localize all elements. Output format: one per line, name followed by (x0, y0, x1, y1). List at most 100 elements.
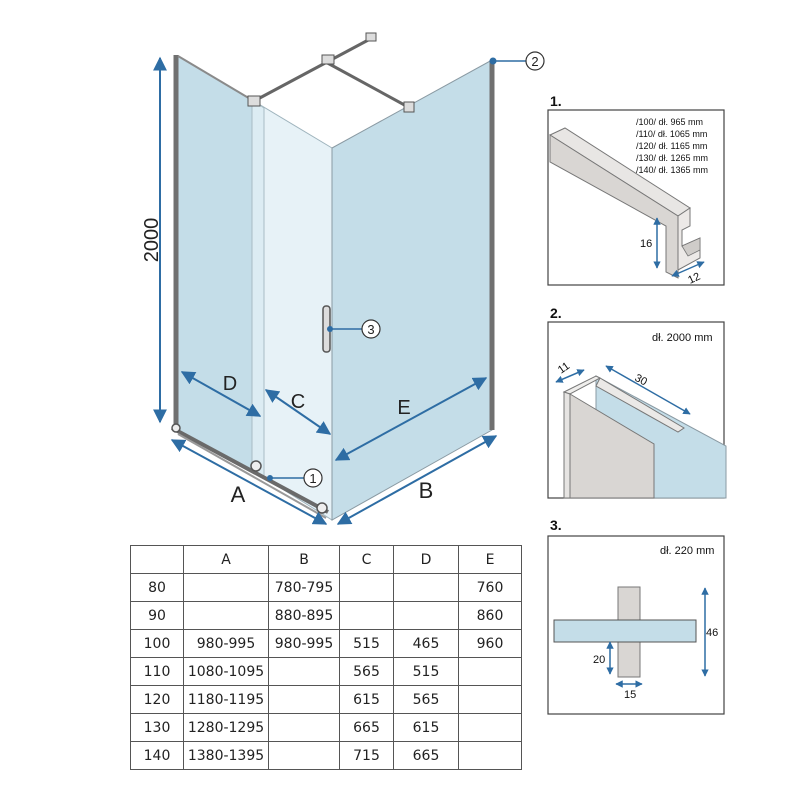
table-row: 130 1280-1295 665 615 (130, 713, 522, 742)
table-cell: 860 (458, 601, 522, 630)
dimension-c-line (264, 389, 332, 435)
table-cell: 1180-1195 (183, 685, 269, 714)
detail-1-length-1: /100/ dł. 965 mm (636, 117, 703, 127)
table-row: 110 1080-1095 565 515 (130, 657, 522, 686)
callout-2-dot (489, 57, 497, 65)
table-cell (458, 657, 522, 686)
table-cell: 515 (393, 657, 459, 686)
table-cell (393, 601, 459, 630)
detail-1-height-label: 16 (640, 238, 652, 250)
fixed-glass-panel (177, 55, 253, 471)
table-cell: 465 (393, 629, 459, 658)
detail-1-length-5: /140/ dł. 1365 mm (636, 165, 708, 175)
table-header-cell: B (268, 545, 340, 574)
table-cell: 715 (339, 741, 394, 770)
table-row: 140 1380-1395 715 665 (130, 741, 522, 770)
detail-1-length-2: /110/ dł. 1065 mm (636, 129, 707, 139)
callout-3-label: 3 (367, 322, 374, 337)
dimension-a-label: A (231, 482, 246, 507)
table-cell (393, 573, 459, 602)
callout-2-circle (525, 51, 545, 71)
callout-1-dot (267, 475, 273, 481)
callout-2-label: 2 (531, 54, 538, 69)
dimension-d-label: D (223, 373, 237, 395)
table-cell: 960 (458, 629, 522, 658)
top-rail (177, 55, 253, 101)
table-cell: 110 (130, 657, 184, 686)
table-cell: 760 (458, 573, 522, 602)
dimension-e-label: E (397, 397, 410, 419)
table-cell: 130 (130, 713, 184, 742)
callout-1-label: 1 (309, 471, 316, 486)
callout-3-circle (361, 319, 381, 339)
table-cell: 665 (339, 713, 394, 742)
table-cell (458, 713, 522, 742)
dimension-table: A B C D E 80 780-795 760 90 880-895 860 … (130, 545, 522, 770)
stabilizer-bar (255, 36, 373, 102)
table-cell: 100 (130, 629, 184, 658)
dimension-d-line (180, 371, 262, 417)
table-cell: 1280-1295 (183, 713, 269, 742)
table-cell (268, 657, 340, 686)
detail-2-dim-b-label: 30 (633, 372, 649, 388)
detail-3-thickness-label: 20 (593, 654, 605, 666)
table-cell: 665 (393, 741, 459, 770)
door-roller-2 (316, 502, 328, 514)
dimension-a-line (170, 439, 328, 525)
table-cell: 565 (393, 685, 459, 714)
table-cell (268, 685, 340, 714)
table-header-cell: A (183, 545, 269, 574)
table-cell (339, 573, 394, 602)
table-row: 100 980-995 980-995 515 465 960 (130, 629, 522, 658)
detail-2-dim-a (555, 369, 585, 383)
table-cell (458, 685, 522, 714)
table-cell: 980-995 (183, 629, 269, 658)
door-roller (250, 460, 262, 472)
rail-end-cap (171, 423, 181, 433)
table-cell (458, 741, 522, 770)
stabilizer-bar-2 (321, 58, 411, 110)
table-cell: 1380-1395 (183, 741, 269, 770)
detail-1-length-3: /120/ dł. 1165 mm (636, 141, 707, 151)
table-header-cell: E (458, 545, 522, 574)
table-cell: 565 (339, 657, 394, 686)
profile-1-drawing (548, 127, 701, 279)
table-cell: 615 (339, 685, 394, 714)
table-cell (339, 601, 394, 630)
detail-1-length-4: /130/ dł. 1265 mm (636, 153, 708, 163)
glass-pane-section (553, 619, 697, 643)
table-cell: 120 (130, 685, 184, 714)
detail-2-number: 2. (550, 305, 562, 321)
dimension-c-label: C (291, 391, 305, 413)
stabilizer-clamp (321, 54, 335, 65)
detail-3-width-label: 15 (624, 689, 636, 701)
detail-1-width-label: 12 (686, 271, 702, 287)
door-edge (251, 99, 265, 477)
table-cell (268, 713, 340, 742)
table-cell: 780-795 (268, 573, 340, 602)
table-header-row: A B C D E (130, 545, 522, 574)
table-cell: 90 (130, 601, 184, 630)
table-cell (183, 573, 269, 602)
detail-3-number: 3. (550, 517, 562, 533)
table-cell: 515 (339, 629, 394, 658)
table-cell: 140 (130, 741, 184, 770)
detail-1-width-dim (671, 261, 705, 277)
table-row: 90 880-895 860 (130, 601, 522, 630)
dimension-e-line (334, 377, 488, 461)
stabilizer-clamp-4 (403, 101, 415, 113)
table-row: 120 1180-1195 615 565 (130, 685, 522, 714)
table-cell: 615 (393, 713, 459, 742)
stabilizer-clamp-2 (365, 32, 377, 42)
table-cell: 1080-1095 (183, 657, 269, 686)
callout-3-dot (327, 326, 333, 332)
table-cell: 80 (130, 573, 184, 602)
detail-2-dim-a-label: 11 (556, 360, 572, 376)
height-label: 2000 (141, 218, 163, 263)
table-cell (268, 741, 340, 770)
table-header-cell (130, 545, 184, 574)
dimension-b-label: B (419, 478, 434, 503)
detail-2-dim-b (605, 365, 691, 415)
table-cell (183, 601, 269, 630)
